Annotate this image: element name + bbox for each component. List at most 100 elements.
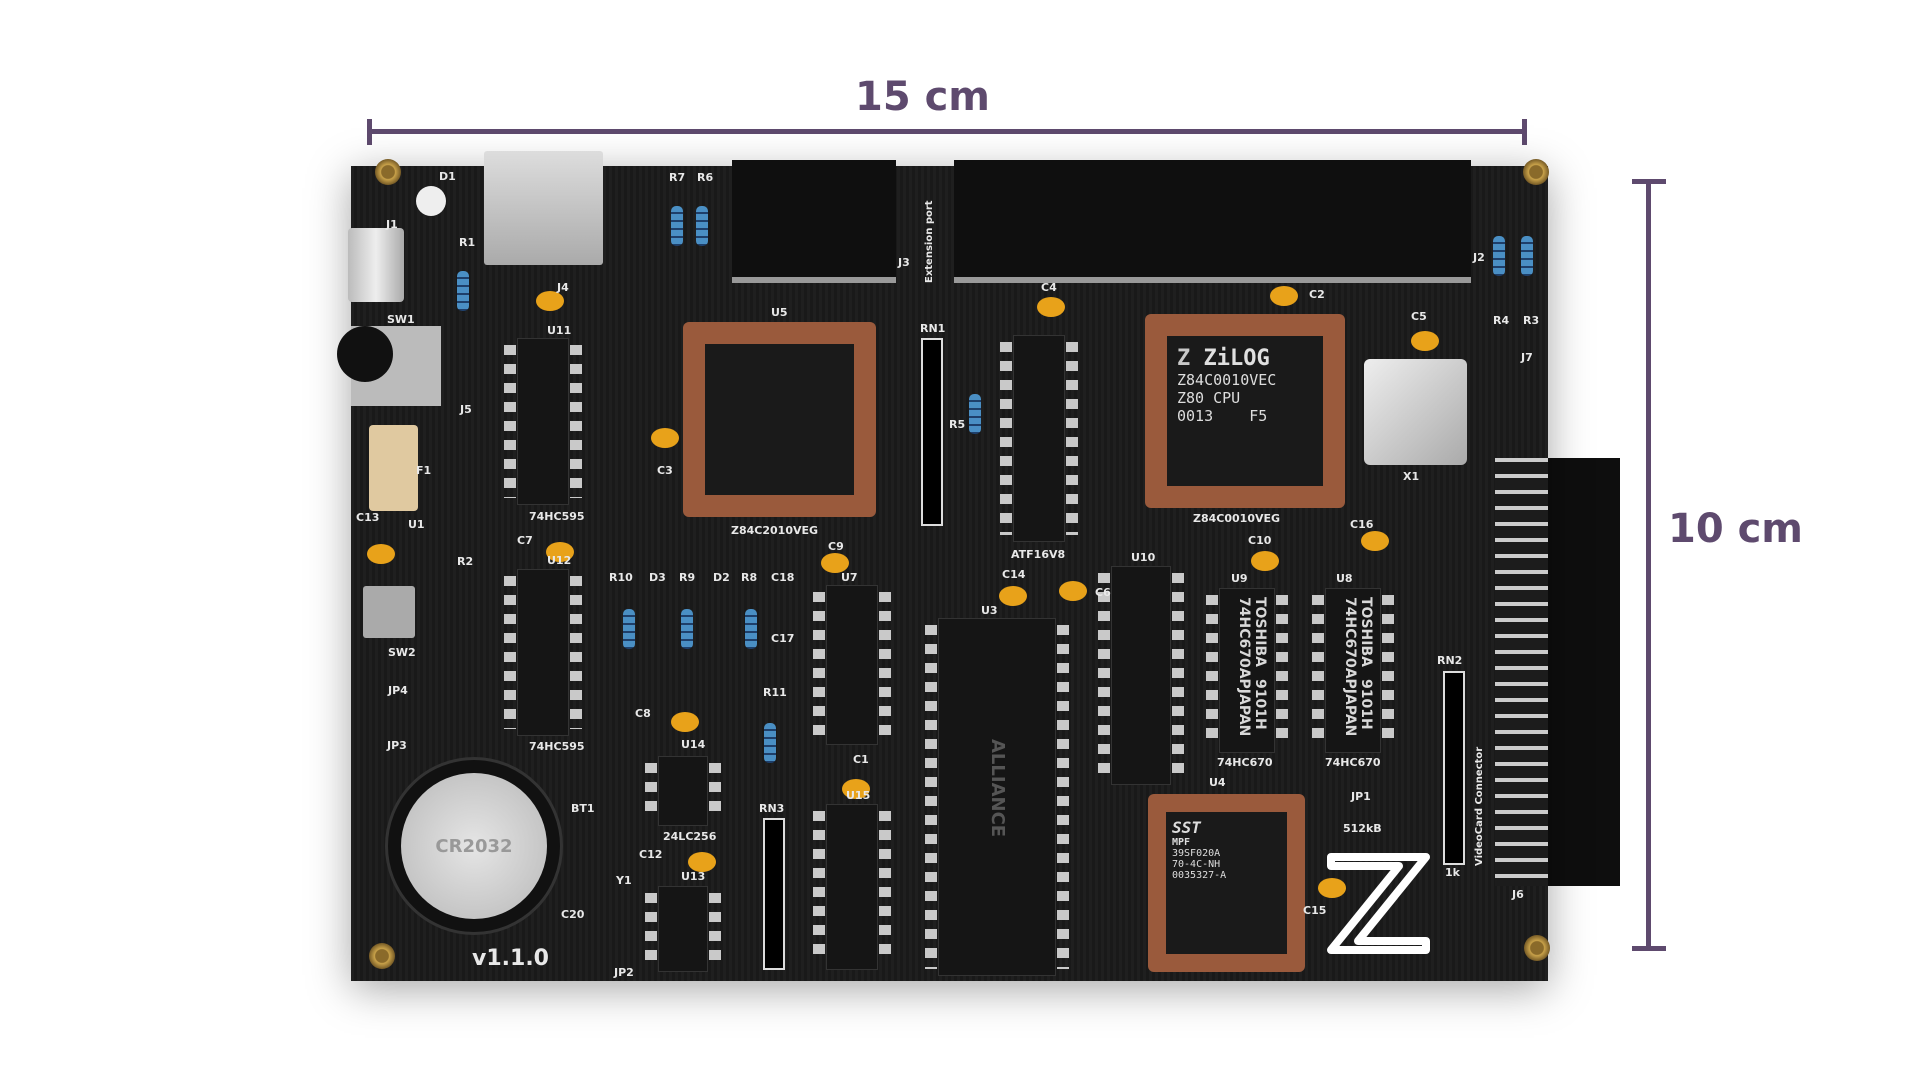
u8-part: 74HC670AP: [1342, 597, 1358, 689]
resistor-network-rn2: [1443, 671, 1465, 865]
silkscreen-d1: D1: [439, 170, 456, 183]
board-version: v1.1.0: [472, 946, 549, 971]
silkscreen-r10: R10: [609, 571, 633, 584]
silkscreen-r7: R7: [669, 171, 686, 184]
silkscreen-u12: U12: [547, 554, 572, 567]
silkscreen-jp2: JP2: [614, 966, 634, 979]
flash-marking-2: 70-4C-NH: [1172, 859, 1221, 870]
resistor: [681, 609, 693, 649]
silkscreen-r2: R2: [457, 555, 474, 568]
silkscreen-u14: U14: [681, 738, 706, 751]
capacitor: [1270, 286, 1298, 306]
chip-u12: [504, 569, 582, 736]
resistor: [1493, 236, 1505, 276]
u8-origin: JAPAN: [1342, 688, 1358, 737]
chip-u11: [504, 338, 582, 505]
capacitor: [1037, 297, 1065, 317]
zeal-z-logo: [1323, 849, 1434, 958]
silkscreen-u13: U13: [681, 870, 706, 883]
silkscreen-c7: C7: [517, 534, 533, 547]
u9-date-code: 9101H: [1252, 678, 1268, 730]
usb-b-connector: [484, 151, 603, 265]
mounting-hole: [375, 159, 401, 185]
silkscreen-c9: C9: [828, 540, 844, 553]
width-dimension-tick-left: [367, 119, 372, 145]
silkscreen-rn2_val: 1k: [1445, 866, 1460, 879]
j3-header: [732, 160, 896, 283]
u9-part: 74HC670AP: [1236, 597, 1252, 689]
capacitor: [367, 544, 395, 564]
capacitor: [1411, 331, 1439, 351]
silkscreen-jp1: JP1: [1351, 790, 1371, 803]
chip-u10: [1098, 566, 1184, 785]
silkscreen-r11: R11: [763, 686, 787, 699]
silkscreen-r4: R4: [1493, 314, 1510, 327]
silkscreen-jp3: JP3: [387, 739, 407, 752]
resistor: [671, 206, 683, 246]
resistor: [457, 271, 469, 311]
silkscreen-videocard: VideoCard Connector: [1474, 746, 1485, 866]
silkscreen-u7: U7: [841, 571, 858, 584]
height-dimension-line: [1646, 181, 1651, 948]
chip-u5-plcc: [683, 322, 876, 517]
silkscreen-r1: R1: [459, 236, 476, 249]
silkscreen-j7: J7: [1521, 351, 1533, 364]
width-dimension-label: 15 cm: [855, 74, 990, 120]
ram-brand: ALLIANCE: [987, 739, 1008, 838]
resistor: [1521, 236, 1533, 276]
flash-marking-1: 39SF020A: [1172, 848, 1221, 859]
height-dimension-tick-bottom: [1632, 946, 1666, 951]
height-dimension-tick-top: [1632, 179, 1666, 184]
capacitor: [536, 291, 564, 311]
capacitor: [821, 553, 849, 573]
u9-origin: JAPAN: [1236, 688, 1252, 737]
resistor: [969, 394, 981, 434]
silkscreen-u15: U15: [846, 789, 871, 802]
silkscreen-r6: R6: [697, 171, 714, 184]
sst-brand: SST: [1172, 818, 1201, 837]
chip-z80-cpu: Z ZiLOG Z84C0010VEC Z80 CPU 0013 F5: [1145, 314, 1345, 508]
silkscreen-u10: U10: [1131, 551, 1156, 564]
chip-u7: [813, 585, 891, 745]
silkscreen-extension: Extension port: [924, 200, 935, 283]
silkscreen-c6: C6: [1095, 586, 1111, 599]
mounting-hole: [369, 943, 395, 969]
chip-u13: [645, 886, 721, 972]
silkscreen-atf: ATF16V8: [1011, 548, 1066, 561]
chip-u8-toshiba: TOSHIBA9101H 74HC670APJAPAN: [1312, 588, 1394, 753]
silkscreen-u3: U3: [981, 604, 998, 617]
silkscreen-rn1: RN1: [920, 322, 946, 335]
silkscreen-u8_part: 74HC670: [1325, 756, 1381, 769]
silkscreen-rn3: RN3: [759, 802, 785, 815]
capacitor: [842, 779, 870, 799]
silkscreen-u11: U11: [547, 324, 572, 337]
silkscreen-r5: R5: [949, 418, 966, 431]
pcb-board: CR2032 ALLIANCE TOSHIBA9101H 74HC670APJA…: [337, 151, 1550, 981]
capacitor: [671, 712, 699, 732]
reset-button-cap: [337, 326, 393, 382]
capacitor: [651, 428, 679, 448]
z80-marking-2: Z80 CPU: [1177, 389, 1241, 407]
silkscreen-u1: U1: [408, 518, 425, 531]
silkscreen-c2: C2: [1309, 288, 1325, 301]
silkscreen-c16: C16: [1350, 518, 1374, 531]
u8-date-code: 9101H: [1358, 678, 1374, 730]
silkscreen-u5: U5: [771, 306, 788, 319]
usb-c-connector: [348, 228, 404, 302]
silkscreen-c14: C14: [1002, 568, 1026, 581]
capacitor: [1251, 551, 1279, 571]
z80-marking-3: 0013 F5: [1177, 407, 1268, 425]
resistor: [764, 723, 776, 763]
silkscreen-c17: C17: [771, 632, 795, 645]
silkscreen-u8: U8: [1336, 572, 1353, 585]
capacitor: [546, 542, 574, 562]
capacitor: [999, 586, 1027, 606]
silkscreen-c3: C3: [657, 464, 673, 477]
chip-atf16v8: [1000, 335, 1078, 542]
silkscreen-r9: R9: [679, 571, 696, 584]
silkscreen-sw2: SW2: [388, 646, 416, 659]
width-dimension-line: [369, 129, 1526, 134]
silkscreen-j5: J5: [460, 403, 472, 416]
mounting-hole: [1523, 159, 1549, 185]
crystal-x1: [1364, 359, 1467, 465]
